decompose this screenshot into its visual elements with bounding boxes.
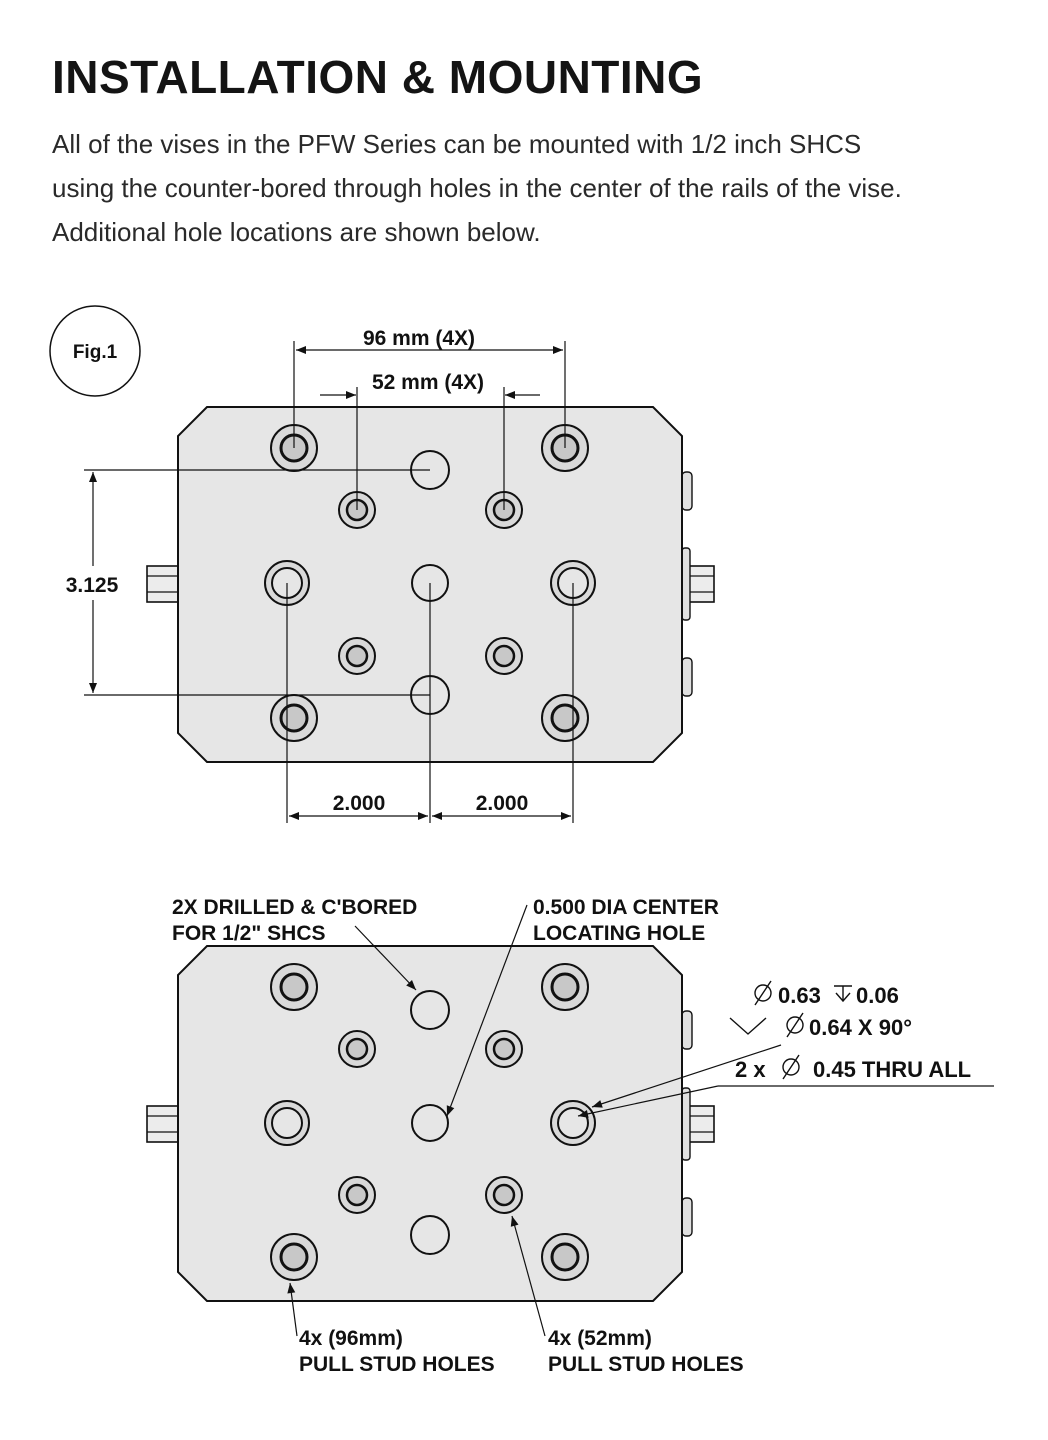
leader-52	[510, 1215, 546, 1337]
intro-line: using the counter-bored through holes in…	[52, 173, 902, 203]
pull-stud-hole-96	[541, 1233, 589, 1281]
dim-52-label: 52 mm (4X)	[372, 371, 484, 394]
hole-spec-cbore: 0.63 0.06	[754, 980, 899, 1008]
spec-thru-prefix: 2 x	[735, 1057, 766, 1082]
center-locating-hole	[411, 1104, 449, 1142]
callout-center-line1: 0.500 DIA CENTER	[533, 896, 719, 919]
leader-thru	[577, 1085, 719, 1118]
countersink-symbol-icon	[729, 1017, 767, 1035]
pull-stud-hole-96	[541, 694, 589, 742]
hole-spec-csink: 0.64 X 90°	[729, 1012, 912, 1040]
center-hole	[410, 990, 450, 1030]
right-clip	[681, 657, 693, 697]
page-title: INSTALLATION & MOUNTING	[52, 51, 704, 103]
callout-52-line1: 4x (52mm)	[548, 1327, 652, 1350]
spec-csink: 0.64 X 90°	[809, 1015, 912, 1040]
diameter-symbol-icon	[786, 1016, 804, 1034]
dim-96-label: 96 mm (4X)	[363, 327, 475, 350]
right-clip	[681, 1010, 693, 1050]
leader-csink	[591, 1044, 782, 1108]
callout-96-line2: PULL STUD HOLES	[299, 1353, 495, 1376]
pull-stud-hole-52	[338, 637, 376, 675]
fig1-label: Fig.1	[73, 342, 118, 363]
figure-1: Fig.1 96 mm (4X)	[49, 305, 715, 823]
pull-stud-hole-96	[270, 694, 318, 742]
intro-paragraph: All of the vises in the PFW Series can b…	[52, 122, 1012, 254]
pull-stud-hole-52	[485, 637, 523, 675]
hole-spec-thru: 2 x 0.45 THRU ALL	[735, 1054, 971, 1082]
spec-thru: 0.45 THRU ALL	[813, 1057, 971, 1082]
figure-2: 2X DRILLED & C'BORED FOR 1/2" SHCS 0.500…	[146, 896, 994, 1376]
callout-52-line2: PULL STUD HOLES	[548, 1353, 744, 1376]
intro-line: Additional hole locations are shown belo…	[52, 217, 541, 247]
right-clip	[681, 471, 693, 511]
center-hole	[410, 1215, 450, 1255]
depth-symbol-icon	[834, 985, 852, 1003]
fig1-badge	[49, 305, 141, 397]
leader-drilled	[354, 925, 417, 991]
callout-96-line1: 4x (96mm)	[299, 1327, 403, 1350]
dim-right-label: 2.000	[476, 792, 529, 815]
diameter-symbol-icon	[754, 984, 772, 1002]
leader-center	[446, 904, 528, 1117]
pull-stud-hole-96	[541, 963, 589, 1011]
pull-stud-hole-96	[270, 963, 318, 1011]
intro-line: All of the vises in the PFW Series can b…	[52, 129, 862, 159]
pull-stud-hole-52	[338, 1030, 376, 1068]
callout-center-line2: LOCATING HOLE	[533, 922, 705, 945]
right-clip	[681, 1197, 693, 1237]
dim-vertical-label: 3.125	[66, 574, 119, 597]
pull-stud-hole-52	[338, 1176, 376, 1214]
left-tab	[146, 1105, 181, 1143]
callout-drilled-line2: FOR 1/2" SHCS	[172, 922, 326, 945]
spec-cbore-dia: 0.63	[778, 983, 821, 1008]
leader-96	[287, 1282, 298, 1337]
pull-stud-hole-96	[270, 1233, 318, 1281]
spec-cbore-depth: 0.06	[856, 983, 899, 1008]
counterbored-hole	[264, 1100, 310, 1146]
dim-left-label: 2.000	[333, 792, 386, 815]
callout-drilled-line1: 2X DRILLED & C'BORED	[172, 896, 417, 919]
diameter-symbol-icon	[782, 1058, 800, 1076]
pull-stud-hole-52	[485, 1030, 523, 1068]
pull-stud-hole-52	[485, 1176, 523, 1214]
left-tab	[146, 565, 181, 603]
counterbored-hole	[550, 1100, 596, 1146]
